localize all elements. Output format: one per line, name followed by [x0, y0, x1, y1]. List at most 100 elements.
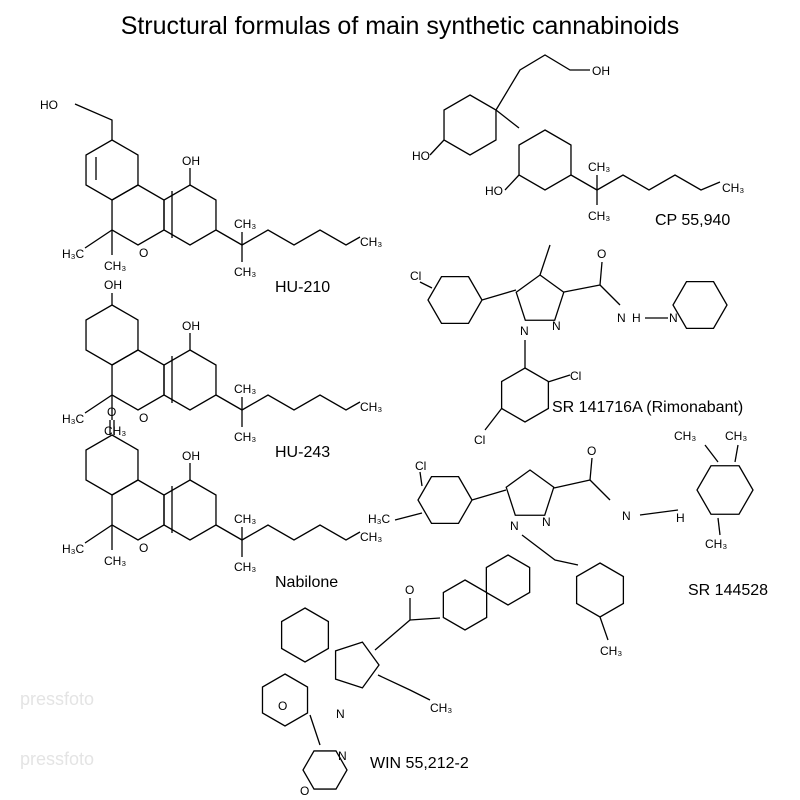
bond — [704, 444, 719, 463]
atom-labels: OHHOH₃CCH₃OCH₃CH₃CH₃HU-210OHOHH₃CCH₃OCH₃… — [40, 64, 768, 798]
atom-label: CH₃ — [234, 217, 256, 231]
pyrazole-ring — [505, 469, 555, 516]
atom-label: H₃C — [62, 542, 85, 556]
bond — [599, 616, 609, 641]
pyrrole-ring — [334, 641, 380, 689]
atom-label: CH₃ — [234, 382, 256, 396]
atom-label: CH₃ — [234, 560, 256, 574]
atom-label: CH₃ — [725, 429, 747, 443]
methylbenzyl-ring — [575, 562, 625, 618]
atom-label: N — [520, 324, 529, 338]
atom-label: OH — [182, 449, 200, 463]
atom-label: O — [300, 784, 309, 798]
atom-label: OH — [182, 154, 200, 168]
atom-label: OH — [104, 278, 122, 292]
atom-label: N — [669, 311, 678, 325]
aromatic-ring — [163, 184, 217, 246]
dichlorophenyl-ring — [500, 367, 550, 423]
bond — [589, 457, 593, 481]
bond — [419, 471, 423, 487]
bond — [409, 617, 441, 621]
atom-label: CH₃ — [360, 530, 382, 544]
bond — [734, 444, 739, 463]
atom-label: CH₃ — [104, 424, 126, 438]
bond — [553, 479, 591, 489]
aromatic-ring — [518, 129, 572, 191]
atom-label: CH₃ — [360, 235, 382, 249]
bond — [639, 509, 679, 516]
bond — [241, 524, 361, 541]
bond — [570, 174, 598, 191]
naphthalene-ring-1 — [442, 579, 488, 631]
bond — [539, 244, 551, 276]
atom-label: CH₃ — [104, 554, 126, 568]
atom-label: CH₃ — [588, 209, 610, 223]
bond — [504, 174, 520, 191]
bond — [429, 139, 445, 156]
atom-label: O — [139, 541, 148, 555]
ring-pyran — [111, 184, 165, 246]
atom-label: H₃C — [368, 512, 391, 526]
naphthalene-ring-2 — [485, 554, 531, 606]
bond — [563, 284, 601, 293]
watermark-text: pressfoto — [20, 749, 94, 769]
compound-name: CP 55,940 — [655, 212, 730, 229]
bond — [377, 674, 431, 701]
compound-name: WIN 55,212-2 — [370, 755, 469, 772]
bond — [495, 109, 520, 129]
atom-label: O — [587, 444, 596, 458]
bond — [596, 174, 721, 191]
aromatic-ring — [163, 479, 217, 541]
bond — [481, 289, 517, 301]
atom-label: CH₃ — [234, 430, 256, 444]
atom-label: O — [107, 405, 116, 419]
watermark-text: pressfoto — [20, 689, 94, 709]
atom-label: CH₃ — [705, 537, 727, 551]
oxazine-ring — [261, 673, 309, 727]
bond — [589, 479, 611, 501]
atom-label: O — [278, 699, 287, 713]
atom-label: N — [338, 749, 347, 763]
bond — [309, 714, 321, 746]
atom-label: Cl — [570, 369, 581, 383]
ring-a — [85, 304, 139, 366]
atom-label: CH₃ — [430, 701, 452, 715]
bond — [547, 374, 571, 383]
atom-label: O — [405, 583, 414, 597]
bond — [717, 517, 721, 536]
atom-label: CH₃ — [588, 160, 610, 174]
watermark-layer: pressfoto pressfoto — [20, 689, 94, 769]
ring-a — [85, 139, 139, 201]
atom-label: Cl — [474, 433, 485, 447]
atom-label: O — [139, 411, 148, 425]
benzo-ring — [280, 607, 330, 663]
aromatic-ring — [163, 349, 217, 411]
atom-label: H₃C — [62, 412, 85, 426]
atom-label: HO — [40, 98, 58, 112]
atom-label: N — [552, 319, 561, 333]
atom-label: O — [139, 246, 148, 260]
morpholine-ring — [302, 750, 348, 790]
atom-label: OH — [182, 319, 200, 333]
atom-label: H — [676, 511, 685, 525]
atom-label: N — [336, 707, 345, 721]
bond — [599, 261, 603, 286]
atom-label: Cl — [415, 459, 426, 473]
bond — [84, 394, 113, 414]
atom-label: CH₃ — [600, 644, 622, 658]
atom-label: Cl — [410, 269, 421, 283]
bond — [599, 284, 621, 306]
atom-label: OH — [592, 64, 610, 78]
ring-pyran — [111, 349, 165, 411]
bond — [241, 229, 361, 246]
bond-lines — [74, 54, 754, 790]
compound-name: SR 144528 — [688, 582, 768, 599]
atom-label: N — [542, 515, 551, 529]
atom-label: HO — [485, 184, 503, 198]
atom-label: CH₃ — [722, 181, 744, 195]
bond — [215, 229, 243, 246]
chlorophenyl-ring — [427, 275, 483, 325]
atom-label: HO — [412, 149, 430, 163]
bond — [374, 619, 411, 651]
